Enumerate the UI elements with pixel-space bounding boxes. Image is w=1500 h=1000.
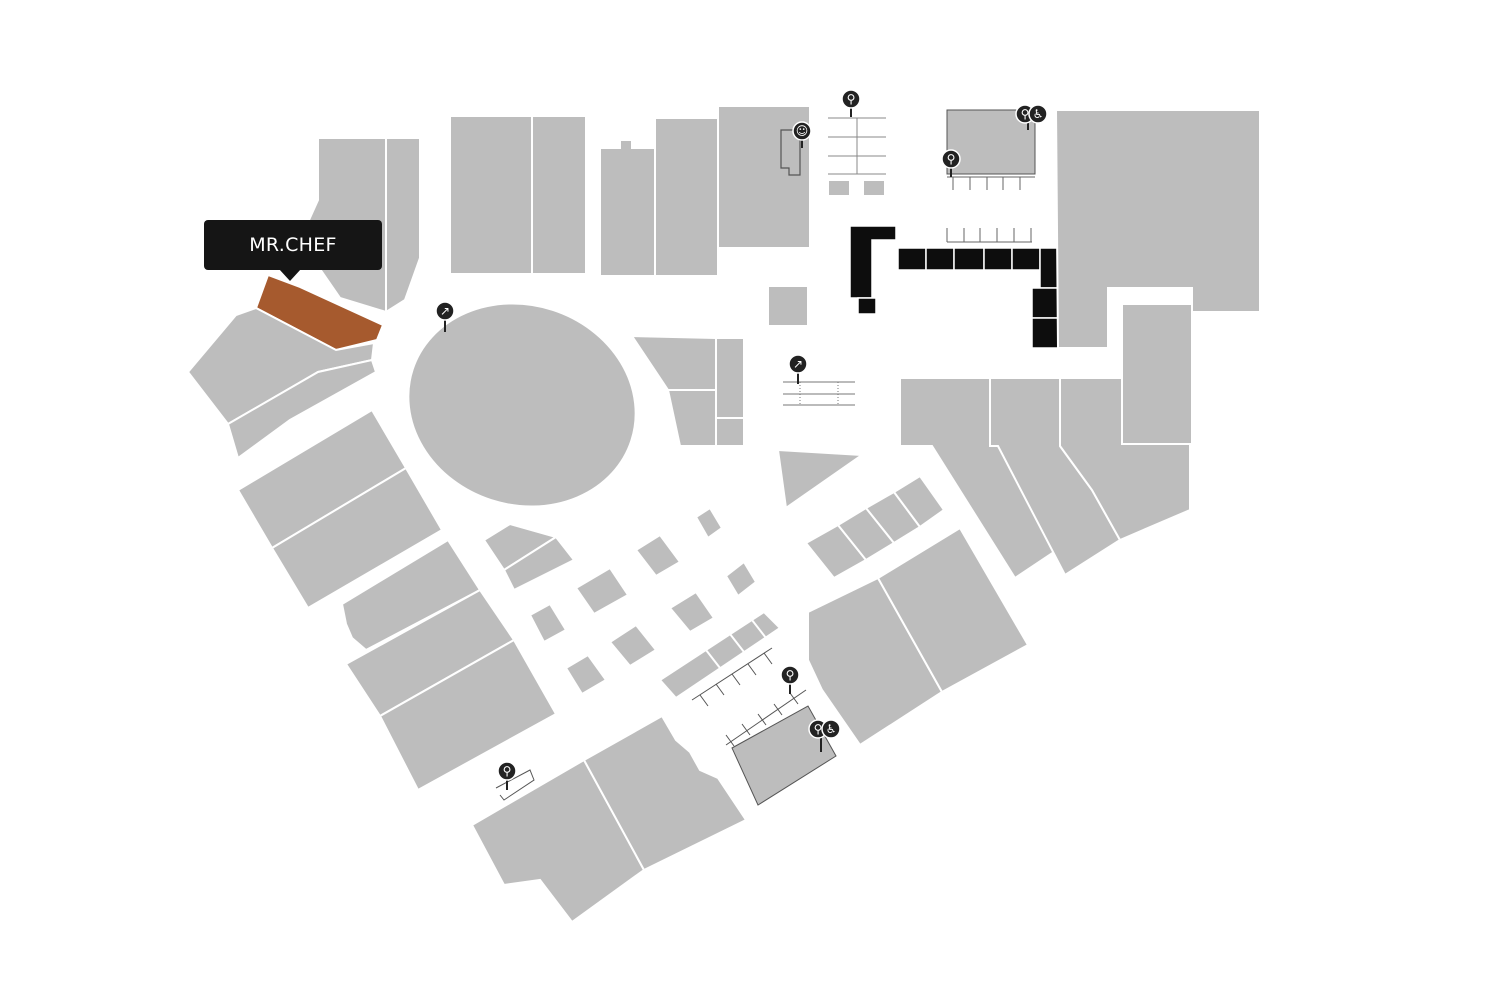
kiosk[interactable]: [564, 653, 608, 696]
store-unit[interactable]: [385, 137, 421, 314]
service-unit[interactable]: [953, 247, 985, 271]
store-unit[interactable]: [767, 285, 809, 327]
anchor-store[interactable]: [1054, 109, 1261, 349]
bracket-row: [691, 647, 773, 707]
bracket-row: [495, 769, 535, 801]
store-name-label: MR.CHEF: [249, 234, 337, 256]
bracket-row: [946, 228, 1032, 243]
service-unit[interactable]: [849, 225, 897, 299]
bracket-row: [725, 689, 807, 747]
kiosk[interactable]: [608, 623, 658, 668]
store-unit[interactable]: [776, 448, 865, 510]
store-unit[interactable]: [654, 117, 719, 277]
food-court-dividers: [705, 619, 767, 669]
store-unit[interactable]: [630, 334, 717, 391]
kiosk[interactable]: [694, 506, 724, 540]
kiosk[interactable]: [528, 602, 568, 644]
store-unit[interactable]: [582, 714, 748, 872]
store-unit[interactable]: [599, 139, 656, 277]
store-unit[interactable]: [502, 535, 576, 592]
kiosk[interactable]: [668, 590, 716, 634]
service-unit[interactable]: [983, 247, 1013, 271]
store-unit[interactable]: [1121, 303, 1193, 445]
store-unit[interactable]: [715, 417, 745, 447]
amenity-room: [946, 109, 1036, 175]
store-unit[interactable]: [449, 115, 533, 275]
bracket-row: [947, 176, 1035, 190]
store-unit[interactable]: [892, 474, 946, 529]
store-unit[interactable]: [666, 389, 717, 447]
service-unit[interactable]: [1031, 287, 1059, 319]
store-unit[interactable]: [340, 538, 482, 652]
service-unit[interactable]: [1039, 247, 1059, 289]
store-unit[interactable]: [862, 179, 886, 197]
central-court[interactable]: [382, 274, 663, 535]
kiosk[interactable]: [574, 566, 630, 616]
restroom-block: [828, 117, 886, 175]
service-unit[interactable]: [1031, 317, 1059, 349]
store-tooltip: MR.CHEF: [204, 220, 382, 281]
store-unit[interactable]: [226, 358, 378, 460]
store-unit[interactable]: [378, 638, 558, 792]
store-unit[interactable]: [827, 179, 851, 197]
store-unit[interactable]: [717, 105, 811, 249]
store-unit[interactable]: [531, 115, 587, 275]
store-unit[interactable]: [270, 466, 444, 610]
store-unit[interactable]: [715, 337, 745, 419]
anchor-store[interactable]: [876, 526, 1030, 694]
service-unit[interactable]: [857, 297, 877, 315]
kiosk[interactable]: [634, 533, 682, 578]
service-unit[interactable]: [1011, 247, 1041, 271]
kiosk[interactable]: [724, 560, 758, 598]
escalator: [783, 381, 855, 406]
service-unit[interactable]: [925, 247, 955, 271]
amenity-room: [731, 705, 837, 806]
service-unit[interactable]: [897, 247, 927, 271]
